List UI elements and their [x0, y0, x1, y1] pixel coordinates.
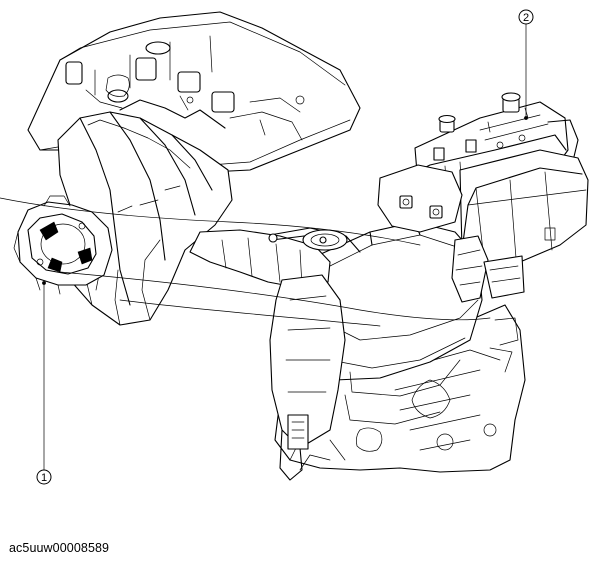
air-hose-lines — [0, 197, 491, 327]
callout-1-label: 1 — [41, 472, 47, 484]
callout-2-label: 2 — [523, 12, 529, 24]
figure-id: ac5uuw00008589 — [9, 541, 110, 555]
air-intake-hose — [189, 227, 361, 289]
relay-box — [451, 149, 589, 303]
resonator-duct — [269, 274, 346, 481]
callout-1: 1 — [36, 281, 52, 485]
callout-2: 2 — [518, 9, 534, 120]
hose-bracket — [377, 164, 463, 233]
throttle-body — [13, 195, 113, 295]
